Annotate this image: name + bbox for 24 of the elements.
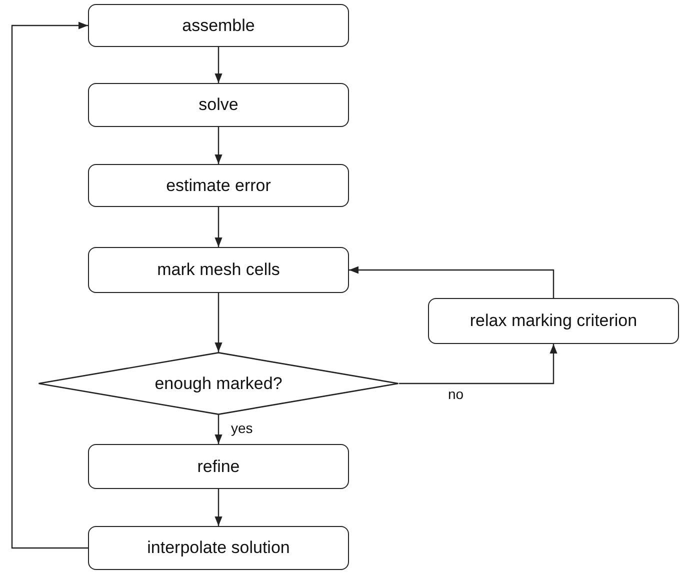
process-box [88, 83, 349, 127]
process-box [428, 298, 679, 344]
step-label: mark mesh cells [157, 260, 280, 280]
arrow [349, 266, 554, 298]
arrow [214, 415, 222, 444]
step-label: assemble [182, 16, 255, 36]
process-box [88, 164, 349, 207]
arrow [214, 127, 222, 164]
decision-label: enough marked? [154, 374, 282, 394]
arrow [11, 22, 88, 549]
step-label: interpolate solution [147, 538, 290, 558]
arrow [399, 344, 558, 384]
step-label: solve [198, 95, 238, 115]
arrow [214, 293, 222, 352]
process-box [88, 526, 349, 570]
arrow [214, 47, 222, 83]
process-box [88, 444, 349, 489]
step-label: estimate error [166, 176, 271, 196]
process-box [88, 247, 349, 293]
process-box [88, 4, 349, 47]
step-label: relax marking criterion [470, 311, 638, 331]
arrow [214, 207, 222, 247]
arrow [214, 489, 222, 526]
step-label: refine [197, 456, 240, 476]
